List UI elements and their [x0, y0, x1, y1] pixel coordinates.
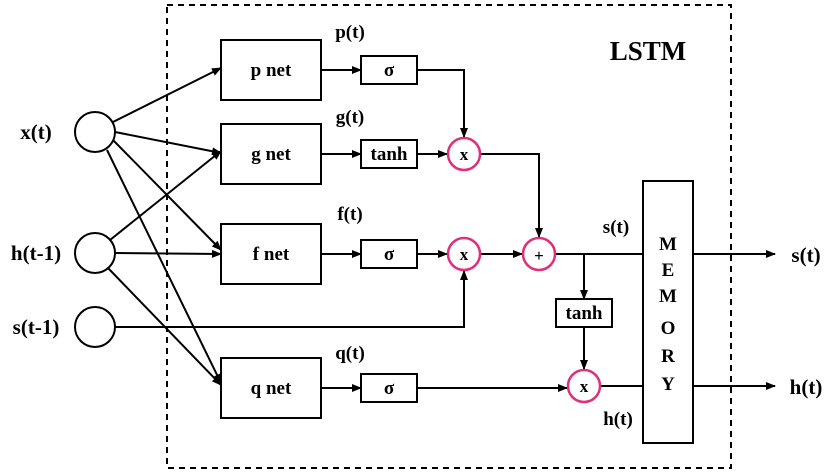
p-signal-label: p(t) [335, 22, 365, 43]
s-output-label: s(t) [791, 243, 820, 267]
h-internal-label: h(t) [603, 409, 633, 430]
p-net-label: p net [251, 60, 292, 81]
g-signal-label: g(t) [336, 107, 364, 128]
top-multiply-label: x [460, 145, 469, 164]
p-sigma-label: σ [384, 60, 395, 81]
cell-tanh-box [555, 298, 613, 328]
p-net-box [220, 39, 322, 101]
f-signal-label: f(t) [337, 204, 362, 225]
g-net-label: g net [251, 144, 291, 165]
flow-connections [115, 69, 776, 392]
g-tanh-label: tanh [371, 144, 408, 165]
bottom-multiply-node [566, 368, 602, 404]
cell-tanh-label: tanh [566, 303, 603, 324]
f-net-label: f net [253, 244, 290, 265]
g-net-box [220, 123, 322, 185]
h-prev-input-node [74, 232, 116, 274]
lstm-title: LSTM [610, 36, 687, 66]
mid-multiply-label: x [460, 245, 469, 264]
q-signal-label: q(t) [335, 343, 365, 364]
top-multiply-node [446, 136, 482, 172]
g-tanh-box [360, 139, 418, 169]
q-net-label: q net [251, 378, 292, 399]
x-input-label: x(t) [20, 120, 51, 144]
p-sigma-box [360, 55, 418, 85]
q-sigma-box [360, 373, 418, 403]
f-sigma-label: σ [384, 244, 395, 265]
memory-block [642, 180, 694, 444]
h-prev-input-label: h(t-1) [11, 241, 61, 265]
add-node [521, 236, 557, 272]
lstm-boundary [166, 4, 732, 469]
f-net-box [220, 223, 322, 285]
h-output-label: h(t) [790, 375, 823, 399]
memory-letter-e: E [662, 260, 675, 281]
memory-letter-m1: M [659, 234, 677, 255]
s-prev-input-node [74, 306, 116, 348]
x-input-node [74, 111, 116, 153]
memory-letter-o: O [661, 318, 676, 339]
s-prev-input-label: s(t-1) [13, 315, 60, 339]
input-connections [106, 67, 222, 386]
bottom-multiply-label: x [580, 377, 589, 396]
memory-letter-m2: M [659, 286, 677, 307]
q-sigma-label: σ [384, 378, 395, 399]
net-outputs [321, 66, 362, 392]
s-internal-label: s(t) [603, 217, 629, 238]
memory-letter-y: Y [661, 374, 675, 395]
memory-letter-r: R [661, 346, 675, 367]
mid-multiply-node [446, 236, 482, 272]
add-label: + [534, 246, 544, 265]
